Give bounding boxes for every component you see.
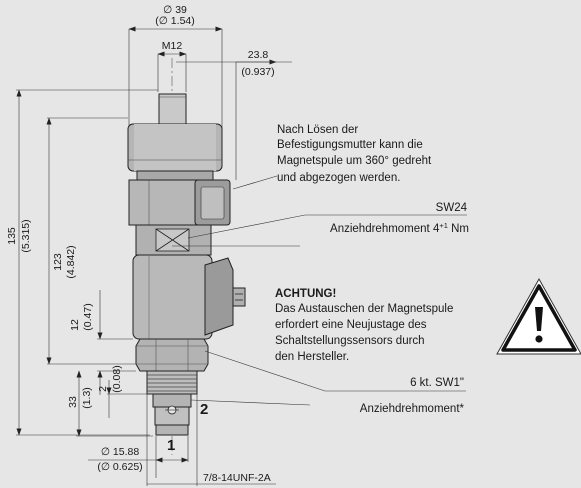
dim-33-label: 33: [67, 396, 79, 408]
leader-lines: [172, 175, 467, 406]
torque-nut-suffix: Nm: [448, 223, 469, 235]
dim-height-12: 12 (0.47): [69, 290, 136, 395]
dim-height-33: 33 (1.3): [67, 370, 153, 437]
dim-offset-inch: (0.937): [241, 66, 274, 78]
warning-line-4: den Hersteller.: [275, 351, 349, 363]
port-1-label: 1: [167, 437, 175, 454]
dim-2-inch: (0.08): [111, 365, 123, 392]
dim-height-135: 135 (5.315): [6, 89, 158, 436]
dim-offset-label: 23.8: [248, 49, 269, 61]
dim-12-label: 12: [69, 319, 81, 331]
warning-line-1: Das Austauschen der Magnetspule: [275, 303, 453, 315]
torque-nut-sup: +1: [439, 221, 448, 230]
dim-dia-top-inch: (∅ 1.54): [155, 15, 195, 27]
warning-triangle-icon: [496, 277, 581, 355]
dim-thread-bottom-label: 7/8-14UNF-2A: [203, 472, 271, 484]
dim-diameter-top: ∅ 39 (∅ 1.54): [128, 4, 223, 147]
dim-135-label: 135: [6, 227, 18, 245]
note-rotation-line-4: und abgezogen werden.: [277, 172, 400, 184]
valve-body: [127, 93, 246, 436]
dim-dia-bottom-label: ∅ 15.88: [101, 446, 139, 458]
dim-12-inch: (0.47): [82, 303, 94, 330]
note-torque-nut: Anziehdrehmoment 4+1 Nm: [330, 221, 469, 236]
warning-title: ACHTUNG!: [275, 288, 336, 300]
note-torque-body: Anziehdrehmoment*: [360, 403, 465, 415]
note-rotation-line-1: Nach Lösen der: [277, 124, 358, 136]
dim-offset: 23.8 (0.937): [176, 49, 292, 180]
note-rotation-line-3: Magnetspule um 360° gedreht: [277, 155, 432, 167]
dim-thread-bottom: 7/8-14UNF-2A: [146, 394, 276, 486]
dim-135-inch: (5.315): [20, 219, 32, 252]
dim-height-2: 2 (0.08): [97, 365, 153, 418]
port-2-label: 2: [200, 401, 208, 418]
dim-thread-m12: M12: [157, 40, 187, 92]
dim-dia-top-label: ∅ 39: [163, 4, 187, 16]
torque-nut-prefix: Anziehdrehmoment 4: [330, 223, 440, 235]
note-rotation: Nach Lösen der Befestigungsmutter kann d…: [277, 124, 432, 184]
dim-height-123: 123 (4.842): [46, 117, 136, 365]
dim-m12-label: M12: [162, 40, 183, 52]
warning-line-2: erfordert eine Neujustage des: [275, 319, 427, 331]
dim-2-label: 2: [97, 386, 109, 392]
note-hex-sw: 6 kt. SW1": [410, 377, 464, 389]
dim-123-label: 123: [52, 253, 64, 271]
dim-123-inch: (4.842): [65, 245, 77, 278]
warning-line-3: Schaltstellungssensors durch: [275, 335, 425, 347]
note-warning: ACHTUNG! Das Austauschen der Magnetspule…: [275, 288, 453, 363]
dim-dia-bottom-inch: (∅ 0.625): [97, 461, 142, 473]
dim-33-inch: (1.3): [81, 387, 93, 409]
note-sw24: SW24: [436, 202, 468, 214]
dim-diameter-bottom: ∅ 15.88 (∅ 0.625): [88, 436, 189, 478]
note-rotation-line-2: Befestigungsmutter kann die: [277, 139, 423, 151]
